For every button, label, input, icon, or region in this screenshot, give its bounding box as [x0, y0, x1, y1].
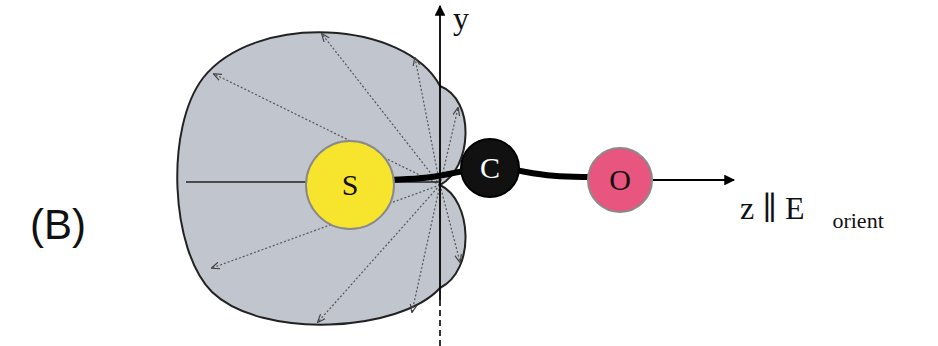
angular-distribution-lobe: [177, 32, 465, 324]
chemical-bond: [394, 171, 462, 179]
atom-symbol: S: [342, 170, 359, 200]
panel-label: (B): [30, 204, 86, 246]
y-axis-dashed: [439, 300, 441, 346]
axis-label: y: [453, 2, 469, 34]
atom-circle: O: [587, 147, 653, 213]
atom-circle: S: [305, 140, 395, 230]
atom-circle: C: [460, 138, 520, 198]
atom-symbol: C: [480, 153, 500, 183]
subscript: orient: [832, 210, 883, 232]
z-axis: [653, 179, 734, 181]
axis-label: z ∥ E⃗: [740, 192, 829, 224]
y-axis: [439, 6, 441, 300]
atom-symbol: O: [609, 165, 631, 195]
chemical-bond: [519, 171, 588, 177]
axis-label-group: z ∥ E⃗orient: [740, 192, 884, 224]
